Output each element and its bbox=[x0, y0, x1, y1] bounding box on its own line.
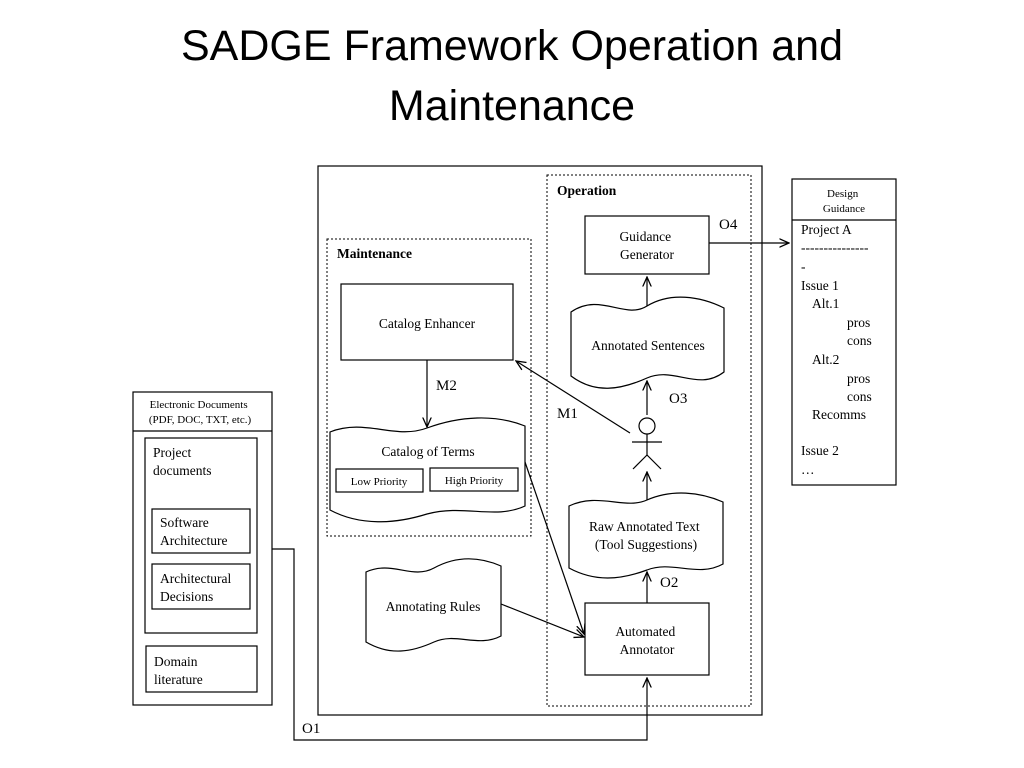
automated-annotator-box bbox=[584, 602, 710, 676]
annotating-rules-doc bbox=[365, 558, 502, 652]
design-guidance-panel bbox=[791, 178, 897, 486]
architectural-decisions-label: Architectural Decisions bbox=[160, 571, 235, 604]
raw-annotated-text-doc bbox=[568, 492, 724, 579]
title-line-1: SADGE Framework Operation and bbox=[181, 22, 843, 70]
design-guidance-header: Design Guidance bbox=[823, 188, 865, 215]
edge-o2-label: O2 bbox=[660, 575, 678, 591]
slide-title: SADGE Framework Operation and Maintenanc… bbox=[0, 16, 1024, 136]
guidance-generator-box bbox=[584, 215, 710, 275]
high-priority-label: High Priority bbox=[445, 475, 504, 487]
project-documents-label: Project documents bbox=[153, 445, 212, 478]
catalog-enhancer-box bbox=[340, 283, 514, 361]
annotated-sentences-doc bbox=[570, 296, 725, 389]
edge-m2-label: M2 bbox=[436, 378, 457, 394]
edge-o4-label: O4 bbox=[719, 217, 738, 233]
catalog-of-terms-doc bbox=[329, 417, 526, 523]
operation-label: Operation bbox=[557, 183, 617, 198]
software-architecture-box bbox=[151, 508, 251, 554]
electronic-documents-header: Electronic Documents (PDF, DOC, TXT, etc… bbox=[149, 399, 252, 426]
edge-o1 bbox=[272, 548, 647, 741]
edge-catalog-to-annotator bbox=[524, 461, 584, 634]
domain-literature-box bbox=[145, 645, 258, 693]
maintenance-region bbox=[326, 238, 532, 537]
operation-region bbox=[546, 174, 752, 707]
annotating-rules-label: Annotating Rules bbox=[386, 599, 481, 614]
title-line-2: Maintenance bbox=[388, 82, 636, 130]
design-guidance-body: Project A --------------- - Issue 1 Alt.… bbox=[801, 222, 875, 477]
edge-rules-to-annotator bbox=[500, 603, 584, 637]
maintenance-label: Maintenance bbox=[337, 246, 412, 261]
catalog-of-terms-label: Catalog of Terms bbox=[381, 444, 474, 459]
edge-m1-label: M1 bbox=[557, 406, 578, 422]
edge-m1 bbox=[516, 361, 631, 434]
guidance-generator-label: Guidance Generator bbox=[619, 229, 674, 262]
edge-o1-label: O1 bbox=[302, 721, 320, 737]
low-priority-box bbox=[335, 468, 424, 493]
catalog-enhancer-label: Catalog Enhancer bbox=[379, 316, 476, 331]
raw-annotated-text-label: Raw Annotated Text (Tool Suggestions) bbox=[589, 519, 703, 552]
automated-annotator-label: Automated Annotator bbox=[615, 624, 678, 657]
software-architecture-label: Software Architecture bbox=[160, 515, 227, 548]
edge-o3-label: O3 bbox=[669, 391, 687, 407]
annotated-sentences-label: Annotated Sentences bbox=[591, 338, 705, 353]
framework-boundary bbox=[317, 165, 763, 716]
domain-literature-label: Domain literature bbox=[154, 654, 203, 687]
user-actor-icon bbox=[632, 417, 662, 470]
high-priority-box bbox=[429, 467, 519, 492]
low-priority-label: Low Priority bbox=[351, 476, 408, 488]
architectural-decisions-box bbox=[151, 563, 251, 610]
